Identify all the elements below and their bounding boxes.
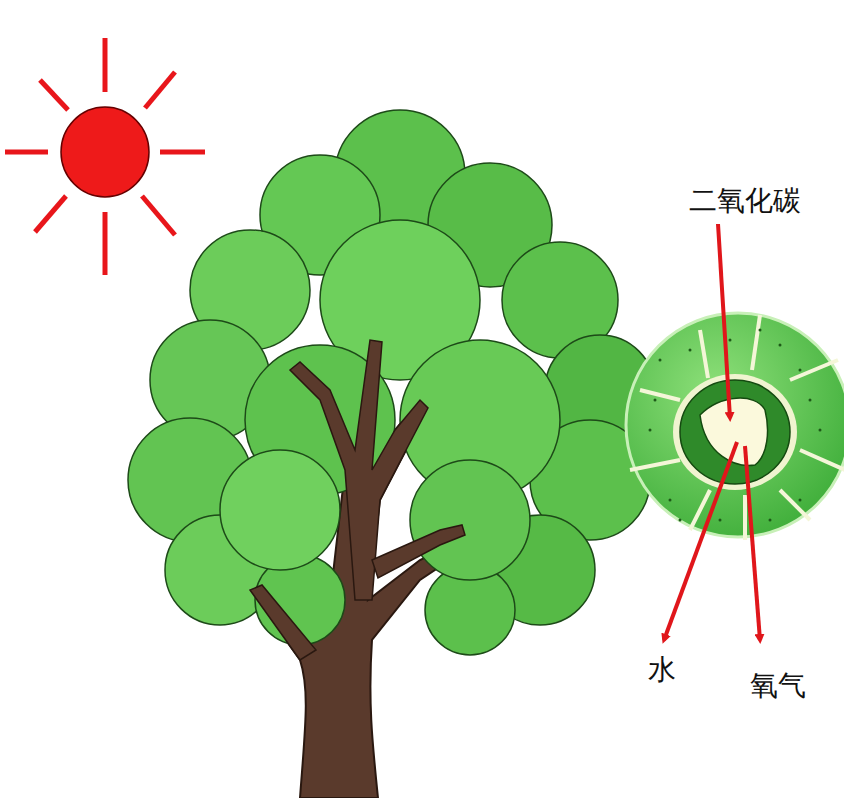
gas-label: 氧气 (750, 671, 806, 702)
tree-canopy (128, 110, 655, 655)
leaf-cross-section (626, 313, 844, 540)
tree-branches (250, 340, 465, 660)
sun (5, 38, 205, 275)
gas-label: 二氧化碳 (689, 186, 801, 217)
gas-arrows (664, 224, 760, 640)
gas-label: 水 (648, 655, 676, 686)
